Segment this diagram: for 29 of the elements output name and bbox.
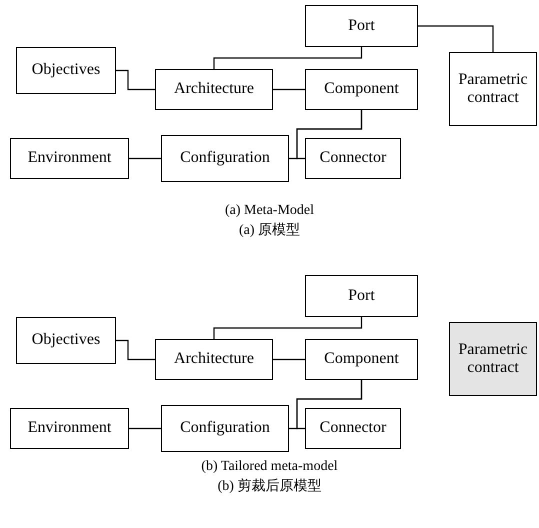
- connector-line: [213, 47, 362, 69]
- component-box: Parametric contract: [449, 52, 537, 126]
- connector-line: [273, 358, 305, 360]
- connector-line: [213, 317, 362, 339]
- component-box: Component: [305, 69, 418, 110]
- figure-caption: (b) Tailored meta-model: [200, 459, 339, 475]
- connector-line: [116, 70, 155, 90]
- component-box: Port: [305, 275, 418, 317]
- component-box: Component: [305, 339, 418, 380]
- connector-line: [418, 25, 494, 52]
- component-box: Parametric contract: [449, 322, 537, 396]
- component-box: Objectives: [16, 47, 116, 94]
- connector-line: [273, 88, 305, 90]
- connector-line: [116, 340, 155, 360]
- component-box: Connector: [305, 408, 401, 449]
- component-box: Architecture: [155, 339, 273, 380]
- figure-caption: (b) 剪裁后原模型: [216, 477, 322, 495]
- component-box: Objectives: [16, 317, 116, 364]
- component-box: Environment: [10, 408, 129, 449]
- figure-caption: (a) 原模型: [238, 222, 302, 239]
- figure-caption: (a) Meta-Model: [224, 203, 316, 219]
- component-box: Environment: [10, 138, 129, 179]
- connector-line: [129, 158, 161, 160]
- component-box: Connector: [305, 138, 401, 179]
- connector-line: [129, 428, 161, 430]
- component-box: Architecture: [155, 69, 273, 110]
- component-box: Port: [305, 5, 418, 47]
- component-box: Configuration: [161, 135, 289, 182]
- component-box: Configuration: [161, 405, 289, 452]
